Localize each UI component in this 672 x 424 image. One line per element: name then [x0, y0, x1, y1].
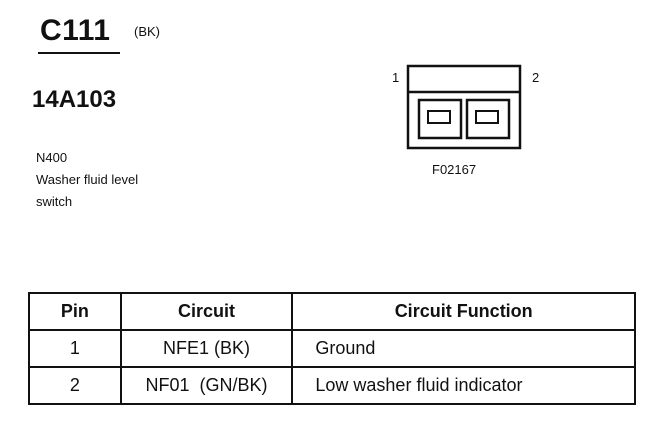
- connector-id: C111: [40, 14, 111, 47]
- table-row: 2 NF01 (GN/BK) Low washer fluid indicato…: [28, 366, 636, 405]
- header-circuit: Circuit: [119, 292, 294, 331]
- connector-id-underline: [38, 52, 120, 54]
- connector-color: (BK): [134, 24, 160, 39]
- header-circuit-function: Circuit Function: [291, 292, 636, 331]
- component-name-line1: Washer fluid level: [36, 172, 139, 187]
- pin2-label: 2: [532, 70, 540, 85]
- cell-circuit-function: Ground: [291, 329, 636, 368]
- pin-table: Pin Circuit Circuit Function 1 NFE1 (BK)…: [28, 292, 636, 405]
- cell-pin: 2: [28, 366, 122, 405]
- component-code: N400: [36, 150, 68, 165]
- cell-circuit: NFE1 (BK): [119, 329, 294, 368]
- table-row: 1 NFE1 (BK) Ground: [28, 329, 636, 368]
- pin2-terminal: [475, 110, 499, 124]
- part-number: 14A103: [32, 86, 117, 113]
- component-name-line2: switch: [36, 194, 73, 209]
- pin1-terminal: [427, 110, 451, 124]
- cell-pin: 1: [28, 329, 122, 368]
- table-header-row: Pin Circuit Circuit Function: [28, 292, 636, 331]
- pin1-label: 1: [392, 70, 400, 85]
- pin1-cavity: [417, 98, 463, 140]
- cell-circuit: NF01 (GN/BK): [119, 366, 294, 405]
- header-pin: Pin: [28, 292, 122, 331]
- connector-face-diagram: [406, 64, 522, 150]
- cell-circuit-function: Low washer fluid indicator: [291, 366, 636, 405]
- figure-code: F02167: [432, 162, 477, 177]
